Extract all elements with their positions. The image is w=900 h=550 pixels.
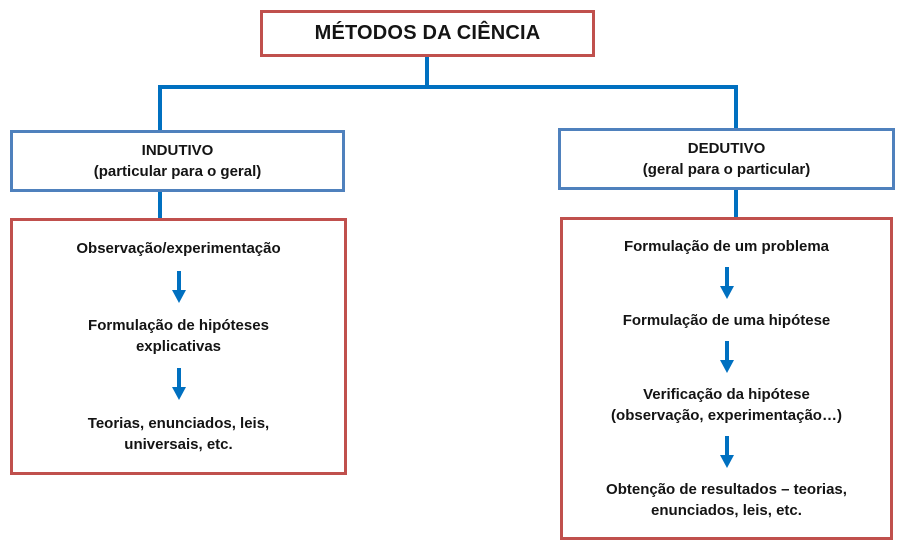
deductive-step-4: Obtenção de resultados – teorias, enunci… <box>606 481 847 519</box>
deductive-step-1: Formulação de um problema <box>623 238 830 255</box>
deductive-process-box: Formulação de um problema Formulação de … <box>560 217 893 540</box>
down-arrow-icon <box>719 341 734 373</box>
deductive-branch-box: DEDUTIVO (geral para o particular) <box>558 128 895 190</box>
connector-title-stub <box>425 57 429 88</box>
connector-horizontal-bar <box>158 85 738 89</box>
down-arrow-icon <box>171 270 186 303</box>
inductive-subheading: (particular para o geral) <box>93 163 262 180</box>
deductive-subheading: (geral para o particular) <box>642 161 811 178</box>
inductive-step-1: Observação/experimentação <box>76 240 281 258</box>
connector-left-drop-upper <box>158 85 162 132</box>
down-arrow-icon <box>719 267 734 299</box>
deductive-step-3: Verificação da hipótese (observação, exp… <box>611 386 842 424</box>
inductive-heading: INDUTIVO <box>141 142 214 159</box>
title-box: MÉTODOS DA CIÊNCIA <box>260 10 595 57</box>
inductive-branch-box: INDUTIVO (particular para o geral) <box>10 130 345 192</box>
inductive-step-2: Formulação de hipóteses explicativas <box>88 316 269 355</box>
diagram-title: MÉTODOS DA CIÊNCIA <box>314 22 541 44</box>
connector-left-drop-lower <box>158 190 162 220</box>
connector-right-drop-upper <box>734 85 738 130</box>
connector-right-drop-lower <box>734 188 738 219</box>
deductive-step-2: Formulação de uma hipótese <box>622 312 831 329</box>
deductive-heading: DEDUTIVO <box>687 140 766 157</box>
inductive-step-3: Teorias, enunciados, leis, universais, e… <box>87 414 270 453</box>
down-arrow-icon <box>171 368 186 401</box>
down-arrow-icon <box>719 436 734 468</box>
inductive-process-box: Observação/experimentação Formulação de … <box>10 218 347 475</box>
